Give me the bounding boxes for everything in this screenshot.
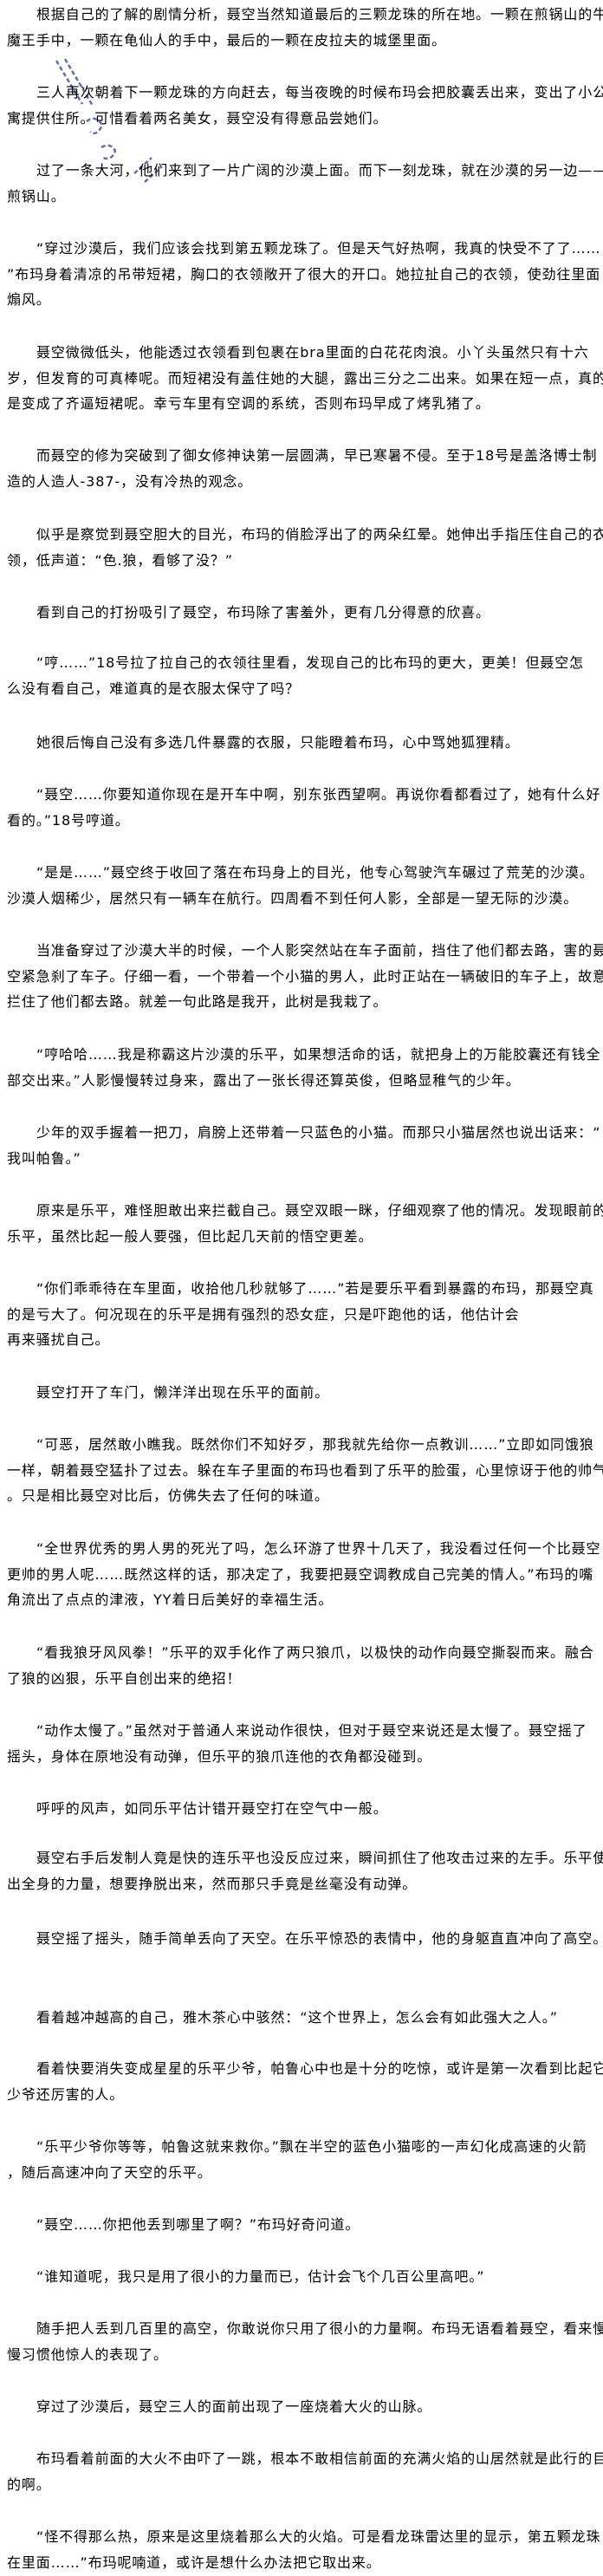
paragraph-line: “哼……”18号拉了拉自己的衣领往里看，发现自己的比布玛的更大，更美！但聂空怎 — [36, 654, 585, 671]
paragraph-line: 呼呼的风声，如同乐平估计错开聂空打在空气中一般。 — [36, 1800, 388, 1817]
paragraph-line: “动作太慢了。”虽然对于普通人来说动作很快，但对于聂空来说还是太慢了。聂空摇了 — [36, 1722, 587, 1739]
paragraph: 她很后悔自己没有多选几件暴露的衣服，只能瞪着布玛，心中骂她狐狸精。 — [7, 730, 600, 756]
paragraph-line: 似乎是察觉到聂空胆大的目光，布玛的俏脸浮出了的两朵红晕。她伸出手指压住自己的衣 — [36, 526, 603, 543]
paragraph: 布玛看着前面的大火不由吓了一跳，根本不敢相信前面的充满火焰的山居然就是此行的目的… — [7, 2446, 603, 2497]
paragraph: 少年的双手握着一把刀，肩膀上还带着一只蓝色的小猫。而那只小猫居然也说出话来：“ 我… — [7, 1120, 600, 1171]
paragraph: “怪不得那么热，原来是这里烧着那么大的火焰。可是看龙珠雷达里的显示，第五颗龙珠在… — [7, 2524, 600, 2575]
paragraph-line: 角流出了点点的津液，YY着日后美好的幸福生活。 — [7, 1591, 334, 1609]
paragraph: 看着快要消失变成星星的乐平少爷，帕鲁心中也是十分的吃惊，或许是第一次看到比起它少… — [7, 2056, 603, 2107]
paragraph-line: 根据自己的了解的剧情分析，聂空当然知道最后的三颗龙珠的所在地。一颗在煎锅山的牛 — [36, 6, 603, 23]
paragraph-line: 煎锅山。 — [7, 187, 66, 205]
paragraph: 过了一条大河，他们来到了一片广阔的沙漠上面。而下一刻龙珠，就在沙漠的另一边—— 煎… — [7, 158, 603, 209]
paragraph-line: 空紧急刹了车子。仔细一看，一个带着一个小猫的男人，此时正站在一辆破旧的车子上，故… — [7, 967, 603, 985]
paragraph: “是是……”聂空终于收回了落在布玛身上的目光，他专心驾驶汽车碾过了荒芜的沙漠。沙… — [7, 860, 600, 911]
paragraph-line: 原来是乐平，难怪胆敢出来拦截自己。聂空双眼一眯，仔细观察了他的情况。发现眼前的 — [36, 1202, 603, 1219]
paragraph: “乐平少爷你等等，帕鲁这就来救你。”飘在半空的蓝色小猫嘭的一声幻化成高速的火箭 ，… — [7, 2134, 600, 2185]
paragraph-line: 穿过了沙漠后，聂空三人的面前出现了一座烧着大火的山脉。 — [36, 2398, 432, 2415]
paragraph: 看着越冲越高的自己，雅木茶心中骇然：“这个世界上，怎么会有如此强大之人。” — [7, 2005, 600, 2031]
paragraph: 似乎是察觉到聂空胆大的目光，布玛的俏脸浮出了的两朵红晕。她伸出手指压住自己的衣领… — [7, 522, 603, 573]
paragraph-line: 当准备穿过了沙漠大半的时候，一个人影突然站在车子面前，挡住了他们都去路，害的聂 — [36, 942, 603, 959]
paragraph-line: 她很后悔自己没有多选几件暴露的衣服，只能瞪着布玛，心中骂她狐狸精。 — [36, 734, 520, 751]
paragraph-line: 么没有看自己，难道真的是衣服太保守了吗？ — [7, 680, 301, 697]
paragraph: “可恶，居然敢小瞧我。既然你们不知好歹，那我就先给你一点教训……”立即如同饿狼一… — [7, 1432, 603, 1509]
paragraph: 穿过了沙漠后，聂空三人的面前出现了一座烧着大火的山脉。 — [7, 2394, 600, 2420]
paragraph: “哼……”18号拉了拉自己的衣领往里看，发现自己的比布玛的更大，更美！但聂空怎么… — [7, 650, 600, 701]
paragraph-line: 寓提供住所。可惜看着两名美女，聂空没有得意品尝她们。 — [7, 109, 388, 127]
paragraph-line: 沙漠人烟稀少，居然只有一辆车在航行。四周看不到任何人影，全部是一望无际的沙漠。 — [7, 889, 579, 907]
paragraph: “动作太慢了。”虽然对于普通人来说动作很快，但对于聂空来说还是太慢了。聂空摇了摇… — [7, 1718, 600, 1769]
paragraph-line: “你们乖乖待在车里面，收拾他几秒就够了……”若是要乐平看到暴露的布玛，那聂空真 — [36, 1280, 594, 1297]
paragraph-line: “全世界优秀的男人男的死光了吗，怎么环游了世界十几天了，我没看过任何一个比聂空 — [36, 1540, 601, 1557]
paragraph-line: 煽风。 — [7, 291, 51, 309]
paragraph-line: 魔王手中，一颗在龟仙人的手中，最后的一颗在皮拉夫的城堡里面。 — [7, 31, 447, 49]
paragraph: 呼呼的风声，如同乐平估计错开聂空打在空气中一般。 — [7, 1796, 600, 1822]
paragraph-line: 看着快要消失变成星星的乐平少爷，帕鲁心中也是十分的吃惊，或许是第一次看到比起它 — [36, 2060, 603, 2077]
paragraph-line: 拦住了他们都去路。就差一句此路是我开，此树是我栽了。 — [7, 993, 388, 1011]
paragraph: 而聂空的修为突破到了御女修神诀第一层圆满，早已寒暑不侵。至于18号是盖洛博士制造… — [7, 443, 600, 494]
paragraph-line: 过了一条大河，他们来到了一片广阔的沙漠上面。而下一刻龙珠，就在沙漠的另一边—— — [36, 162, 603, 179]
paragraph-line: 看的。”18号哼道。 — [7, 811, 130, 829]
paragraph: 聂空摇了摇头，随手简单丢向了天空。在乐平惊恐的表情中，他的身躯直直冲向了高空。 — [7, 1926, 603, 1952]
paragraph-line: 乐平，虽然比起一般人要强，但比起几天前的悟空更差。 — [7, 1227, 373, 1245]
paragraph-line: 少年的双手握着一把刀，肩膀上还带着一只蓝色的小猫。而那只小猫居然也说出话来：“ — [36, 1124, 601, 1141]
paragraph: “全世界优秀的男人男的死光了吗，怎么环游了世界十几天了，我没看过任何一个比聂空更… — [7, 1536, 600, 1613]
paragraph: “看我狼牙风风拳！”乐平的双手化作了两只狼爪，以极快的动作向聂空撕裂而来。融合了… — [7, 1640, 600, 1691]
paragraph-line: 聂空右手后发制人竟是快的连乐平也没反应过来，瞬间抓住了他攻击过来的左手。乐平使 — [36, 1850, 603, 1866]
paragraph: 原来是乐平，难怪胆敢出来拦截自己。聂空双眼一眯，仔细观察了他的情况。发现眼前的乐… — [7, 1198, 603, 1249]
paragraph: 根据自己的了解的剧情分析，聂空当然知道最后的三颗龙珠的所在地。一颗在煎锅山的牛魔… — [7, 2, 603, 53]
paragraph-line: 看着越冲越高的自己，雅木茶心中骇然：“这个世界上，怎么会有如此强大之人。” — [36, 2009, 558, 2026]
paragraph-line: 的是亏大了。何况现在的乐平是拥有强烈的恐女症，只是吓跑他的话，他估计会 — [7, 1305, 520, 1323]
paragraph-line: 聂空摇了摇头，随手简单丢向了天空。在乐平惊恐的表情中，他的身躯直直冲向了高空。 — [36, 1930, 603, 1947]
paragraph: “聂空……你要知道你现在是开车中啊，别东张西望啊。再说你看都看过了，她有什么好看… — [7, 782, 600, 833]
paragraph-line: “乐平少爷你等等，帕鲁这就来救你。”飘在半空的蓝色小猫嘭的一声幻化成高速的火箭 — [36, 2138, 587, 2155]
paragraph-line: 聂空打开了车门，懒洋洋出现在乐平的面前。 — [36, 1384, 330, 1401]
paragraph-line: 慢习惯他惊人的表现了。 — [7, 2345, 168, 2363]
paragraph-line: 聂空微微低头，他能透过衣领看到包裹在bra里面的白花花肉浪。小丫头虽然只有十六 — [36, 344, 589, 361]
paragraph-line: 更帅的男人呢……既然这样的话，那决定了，我要把聂空调教成自己完美的情人。”布玛的… — [7, 1565, 594, 1583]
paragraph: “聂空……你把他丢到哪里了啊？”布玛好奇问道。 — [7, 2212, 600, 2238]
paragraph-line: “穿过沙漠后，我们应该会找到第五颗龙珠了。但是天气好热啊，我真的快受不了了…… — [36, 240, 601, 257]
paragraph: 看到自己的打扮吸引了聂空，布玛除了害羞外，更有几分得意的欣喜。 — [7, 600, 600, 626]
paragraph-line: 而聂空的修为突破到了御女修神诀第一层圆满，早已寒暑不侵。至于18号是盖洛博士制 — [36, 447, 598, 464]
paragraph-line: 造的人造人-387-，没有冷热的观念。 — [7, 472, 253, 490]
paragraph-line: “可恶，居然敢小瞧我。既然你们不知好歹，那我就先给你一点教训……”立即如同饿狼 — [36, 1436, 594, 1453]
paragraph-line: 的啊。 — [7, 2475, 51, 2493]
paragraph-line: 在里面……”布玛呢喃道，或许是想什么办法把它取出来。 — [7, 2553, 381, 2571]
paragraph-line: 领，低声道：“色.狼，看够了没？” — [7, 551, 233, 569]
paragraph-line: “怪不得那么热，原来是这里烧着那么大的火焰。可是看龙珠雷达里的显示，第五颗龙珠 — [36, 2528, 601, 2545]
paragraph-line: “聂空……你把他丢到哪里了啊？”布玛好奇问道。 — [36, 2216, 360, 2233]
paragraph-line: “哼哈哈……我是称霸这片沙漠的乐平，如果想活命的话，就把身上的万能胶囊还有钱全 — [36, 1046, 601, 1063]
paragraph-line: 我叫帕鲁。” — [7, 1149, 81, 1167]
paragraph: 聂空打开了车门，懒洋洋出现在乐平的面前。 — [7, 1380, 600, 1406]
paragraph-line: 随手把人丢到几百里的高空，你敢说你只用了很小的力量啊。布玛无语看着聂空，看来慢 — [36, 2320, 603, 2337]
paragraph: “谁知道呢，我只是用了很小的力量而已，估计会飞个几百公里高吧。” — [7, 2264, 600, 2290]
paragraph-line: “是是……”聂空终于收回了落在布玛身上的目光，他专心驾驶汽车碾过了荒芜的沙漠。 — [36, 864, 594, 881]
paragraph: 三人再次朝着下一颗龙珠的方向赶去，每当夜晚的时候布玛会把胶囊丢出来，变出了小公寓… — [7, 80, 603, 131]
paragraph: 随手把人丢到几百里的高空，你敢说你只用了很小的力量啊。布玛无语看着聂空，看来慢慢… — [7, 2316, 603, 2367]
paragraph-line: 布玛看着前面的大火不由吓了一跳，根本不敢相信前面的充满火焰的山居然就是此行的目 — [36, 2450, 603, 2467]
paragraph: 聂空微微低头，他能透过衣领看到包裹在bra里面的白花花肉浪。小丫头虽然只有十六岁… — [7, 340, 603, 417]
paragraph-line: “聂空……你要知道你现在是开车中啊，别东张西望啊。再说你看都看过了，她有什么好 — [36, 786, 601, 803]
paragraph-line: 了狼的凶狠，乐平自创出来的绝招！ — [7, 1669, 242, 1687]
paragraph-line: 部交出来。”人影慢慢转过身来，露出了一张长得还算英俊，但略显稚气的少年。 — [7, 1071, 521, 1089]
paragraph-line: “看我狼牙风风拳！”乐平的双手化作了两只狼爪，以极快的动作向聂空撕裂而来。融合 — [36, 1644, 594, 1661]
paragraph: “你们乖乖待在车里面，收拾他几秒就够了……”若是要乐平看到暴露的布玛，那聂空真的… — [7, 1276, 600, 1353]
paragraph: “穿过沙漠后，我们应该会找到第五颗龙珠了。但是天气好热啊，我真的快受不了了…… ”… — [7, 236, 600, 313]
paragraph-line: 三人再次朝着下一颗龙珠的方向赶去，每当夜晚的时候布玛会把胶囊丢出来，变出了小公 — [36, 84, 603, 101]
paragraph: “哼哈哈……我是称霸这片沙漠的乐平，如果想活命的话，就把身上的万能胶囊还有钱全部… — [7, 1042, 600, 1093]
paragraph-line: ，随后高速冲向了天空的乐平。 — [7, 2163, 212, 2181]
paragraph-line: 看到自己的打扮吸引了聂空，布玛除了害羞外，更有几分得意的欣喜。 — [36, 604, 490, 621]
paragraph-line: 摇头，身体在原地没有动弹，但乐平的狼爪连他的衣角都没碰到。 — [7, 1747, 432, 1765]
paragraph-line: “谁知道呢，我只是用了很小的力量而已，估计会飞个几百公里高吧。” — [36, 2268, 485, 2285]
paragraph-line: 是变成了齐逼短裙呢。幸亏车里有空调的系统，否则布玛早成了烤乳猪了。 — [7, 395, 490, 413]
paragraph-line: 再来骚扰自己。 — [7, 1331, 110, 1349]
paragraph-line: 少爷还厉害的人。 — [7, 2085, 125, 2103]
paragraph-line: 出全身的力量，想要挣脱出来，然而那只手竟是丝毫没有动弹。 — [7, 1875, 418, 1892]
paragraph-line: 。只是相比聂空对比后，仿佛失去了任何的味道。 — [7, 1487, 329, 1505]
paragraph-line: 一样，朝着聂空猛扑了过去。躲在车子里面的布玛也看到了乐平的脸蛋，心里惊讶于他的帅… — [7, 1461, 603, 1479]
paragraph-line: ”布玛身着清凉的吊带短裙，胸口的衣领敞开了很大的开口。她拉扯自己的衣领，使劲往里… — [7, 265, 601, 283]
paragraph-line: 岁，但发育的可真棒呢。而短裙没有盖住她的大腿，露出三分之二出来。如果在短一点，真… — [7, 369, 603, 387]
paragraph: 当准备穿过了沙漠大半的时候，一个人影突然站在车子面前，挡住了他们都去路，害的聂空… — [7, 938, 603, 1015]
paragraph: 聂空右手后发制人竟是快的连乐平也没反应过来，瞬间抓住了他攻击过来的左手。乐平使出… — [7, 1845, 603, 1896]
